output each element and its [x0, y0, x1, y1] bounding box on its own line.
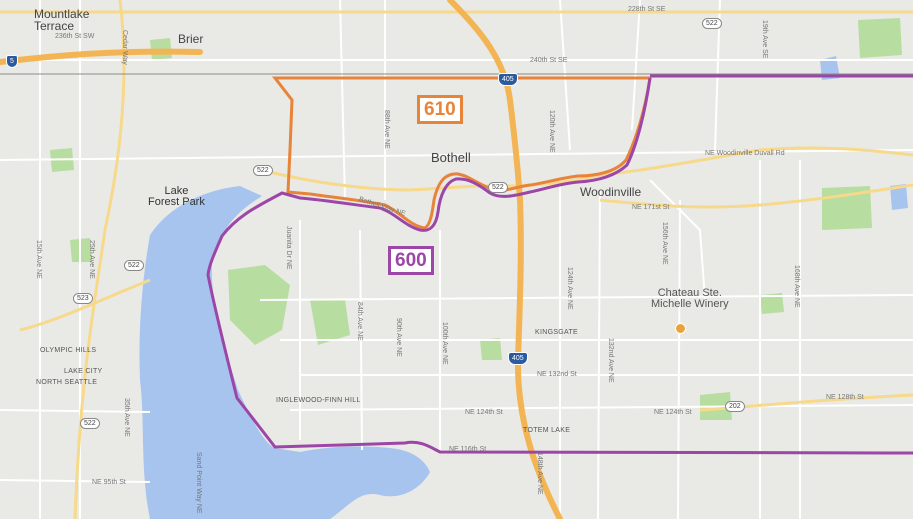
- street-juanita-dr-ne: Juanita Dr NE: [285, 226, 292, 270]
- shield-i405-south-icon: 405: [508, 352, 528, 365]
- street-236th-st-sw: 236th St SW: [55, 33, 95, 40]
- shield-sr522-south-icon: 522: [124, 260, 144, 271]
- street-cedar-way: Cedar Way: [121, 30, 128, 65]
- shield-sr522-top-icon: 522: [702, 18, 722, 29]
- lake-washington: [139, 186, 430, 519]
- shield-sr522-west-icon: 522: [253, 165, 273, 176]
- park-area: [858, 18, 902, 58]
- street-19th-ave-se: 19th Ave SE: [761, 20, 768, 59]
- street-ne-116th-st: NE 116th St: [449, 446, 487, 453]
- freeways: [0, 0, 563, 519]
- street-148th-ave-ne: 148th Ave NE: [536, 452, 543, 495]
- park-area: [310, 300, 350, 345]
- street-ne-132nd-st: NE 132nd St: [537, 371, 577, 378]
- shield-i405-north-icon: 405: [498, 73, 518, 86]
- hood-lake-city: LAKE CITY: [64, 368, 103, 375]
- street-168th-ave-ne: 168th Ave NE: [793, 265, 800, 308]
- street-15th-ave-ne: 15th Ave NE: [35, 240, 42, 279]
- park-area: [228, 265, 290, 345]
- street-100th-ave-ne: 100th Ave NE: [441, 322, 448, 365]
- place-brier: Brier: [178, 32, 204, 46]
- street-124th-ave-ne: 124th Ave NE: [566, 267, 573, 310]
- hood-totem-lake: TOTEM LAKE: [523, 427, 571, 434]
- street-156th-ave-ne: 156th Ave NE: [661, 222, 668, 265]
- poi-pin-icon[interactable]: [675, 323, 686, 334]
- shield-sr523-icon: 523: [73, 293, 93, 304]
- hood-olympic-hills: OLYMPIC HILLS: [40, 347, 97, 354]
- street-120th-ave-ne: 120th Ave NE: [548, 110, 555, 153]
- place-bothell: Bothell: [431, 150, 471, 165]
- shield-sr202-icon: 202: [725, 401, 745, 412]
- park-area: [760, 293, 784, 314]
- zone-600-boundary: [206, 74, 913, 455]
- hood-north-seattle: NORTH SEATTLE: [36, 379, 98, 386]
- street-ne-124th-st-west: NE 124th St: [465, 409, 503, 416]
- zone-600-label: 600: [388, 246, 434, 275]
- street-ne-128th-st: NE 128th St: [826, 394, 864, 401]
- street-ne-171st-st: NE 171st St: [632, 204, 670, 211]
- pond: [890, 184, 908, 210]
- place-chateau-ste-michelle: Chateau Ste. Michelle Winery: [651, 287, 729, 310]
- street-132nd-ave-ne: 132nd Ave NE: [607, 338, 614, 383]
- hood-inglewood-finn-hill: INGLEWOOD-FINN HILL: [276, 397, 361, 404]
- street-88th-ave-ne: 88th Ave NE: [383, 110, 390, 149]
- park-areas: [50, 18, 902, 420]
- zone-610-label: 610: [417, 95, 463, 124]
- park-area: [480, 338, 502, 360]
- hood-kingsgate: KINGSGATE: [535, 329, 579, 336]
- street-90th-ave-ne: 90th Ave NE: [395, 318, 402, 357]
- street-240th-st-se: 240th St SE: [530, 57, 568, 64]
- place-lake-forest-park: Lake Forest Park: [148, 185, 205, 208]
- street-ne-woodinville-duvall-rd: NE Woodinville Duvall Rd: [705, 150, 785, 157]
- zone-610-boundary: [271, 76, 652, 230]
- street-ne-95th-st: NE 95th St: [92, 479, 126, 486]
- place-mountlake-terrace: Mountlake Terrace: [34, 7, 90, 33]
- street-228th-st-se: 228th St SE: [628, 6, 666, 13]
- shield-sr522-seattle-icon: 522: [80, 418, 100, 429]
- street-84th-ave-ne: 84th Ave NE: [356, 302, 363, 341]
- street-35th-ave-ne: 35th Ave NE: [123, 398, 130, 437]
- shield-sr522-east-icon: 522: [488, 182, 508, 193]
- shield-i5-icon: 5: [6, 55, 18, 68]
- street-ne-124th-st-east: NE 124th St: [654, 409, 692, 416]
- i405-freeway: [447, 0, 563, 519]
- street-25th-ave-ne: 25th Ave NE: [88, 240, 95, 279]
- place-woodinville: Woodinville: [580, 185, 642, 199]
- street-sand-point-way-ne: Sand Point Way NE: [195, 452, 202, 514]
- i5-freeway: [0, 48, 203, 65]
